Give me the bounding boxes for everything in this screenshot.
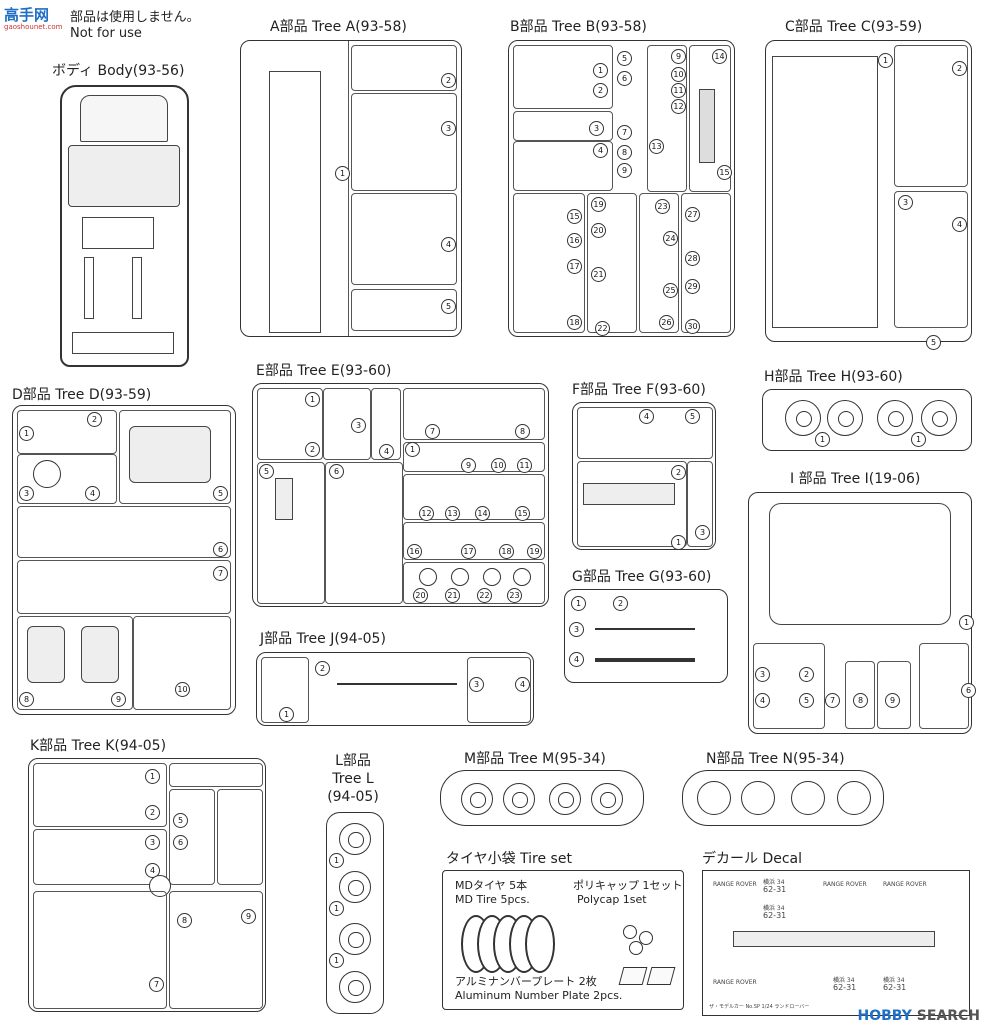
decal-plate-num-3: 62-31 [833,983,857,992]
tree-a-cell-2 [351,45,457,91]
tree-c-frame: 1 2 3 4 5 [765,40,972,350]
tree-d-rear-seat [129,426,211,483]
body-hood [80,95,168,142]
label-tree-n: N部品 Tree N(95-34) [706,751,845,767]
polycap-3 [629,941,643,955]
plate-en: Aluminum Number Plate 2pcs. [455,989,623,1002]
body-rail-left [84,257,94,319]
polycap-jp: ポリキャップ 1セット [573,879,683,892]
tree-n-frame [682,770,884,826]
logo-subtext: gaoshounet.com [4,23,63,31]
decal-plate-top-1: 横浜 34 [763,879,785,886]
label-body: ボディ Body(93-56) [52,63,185,79]
label-tree-f: F部品 Tree F(93-60) [572,382,706,398]
decal-plate-num-4: 62-31 [883,983,907,992]
tree-e-frame: 1 2 3 4 7 8 5 6 1 9 10 11 12 13 14 15 16… [252,383,549,607]
tree-h-frame: 1 1 [762,389,972,451]
tree-a-cell-4 [351,193,457,285]
decal-brand-3: RANGE ROVER [883,881,927,888]
tree-i-frame: 1 3 2 4 5 7 8 9 6 [748,492,976,734]
label-tree-b: B部品 Tree B(93-58) [510,19,647,35]
plate-jp: アルミナンバープレート 2枚 [455,975,597,988]
decal-footer: ザ・モデルカー No.SP 1/24 ランドローバー [709,1004,810,1010]
label-tree-d: D部品 Tree D(93-59) [12,387,152,403]
label-tree-m: M部品 Tree M(95-34) [464,751,606,767]
tire-5 [525,915,555,973]
tree-a-chassis [269,71,321,333]
polycap-1 [623,925,637,939]
tree-f-frame: 4 5 2 1 3 [572,402,716,550]
label-tree-i: I 部品 Tree I(19-06) [790,471,921,487]
watermark-suffix: SEARCH [916,1008,980,1024]
tree-a-frame: 1 2 3 4 5 [240,40,462,337]
label-tree-k: K部品 Tree K(94-05) [30,738,167,754]
md-tire-jp: MDタイヤ 5本 [455,879,528,892]
label-tree-e: E部品 Tree E(93-60) [256,363,392,379]
tree-c-floor-pan [772,56,878,328]
decal-sheet: RANGE ROVER 横浜 34 62-31 RANGE ROVER RANG… [702,870,970,1016]
label-tree-h: H部品 Tree H(93-60) [764,369,903,385]
body-windshield [68,145,180,207]
number-plate-1 [618,967,648,985]
tree-b-frame: 1 2 3 4 5 6 7 8 9 9 10 11 12 13 14 15 15… [508,40,735,337]
decal-brand-2: RANGE ROVER [823,881,867,888]
number-plate-2 [646,967,676,985]
label-tree-c: C部品 Tree C(93-59) [785,19,923,35]
note-en: Not for use [70,26,142,41]
polycap-en: Polycap 1set [577,893,647,906]
label-tree-j: J部品 Tree J(94-05) [260,631,386,647]
decal-plate-top-2: 横浜 34 [763,905,785,912]
decal-plate-top-3: 横浜 34 [833,977,855,984]
decal-brand-1: RANGE ROVER [713,881,757,888]
decal-plate-top-4: 横浜 34 [883,977,905,984]
logo-text: 高手网 [4,6,50,24]
decal-brand-4: RANGE ROVER [713,979,757,986]
tire-set-box: MDタイヤ 5本 MD Tire 5pcs. ポリキャップ 1セット Polyc… [442,870,684,1010]
tree-k-frame: 1 2 3 4 5 6 7 8 9 [28,758,266,1012]
polycap-2 [639,931,653,945]
decal-plate-num-1: 62-31 [763,885,787,894]
md-tire-en: MD Tire 5pcs. [455,893,530,906]
tree-g-frame: 1 2 3 4 [564,589,728,683]
label-decal: デカール Decal [702,851,803,867]
note-jp: 部品は使用しません。 [70,10,200,25]
tree-m-frame [440,770,644,826]
watermark-prefix: HOBBY [857,1008,912,1024]
label-tree-g: G部品 Tree G(93-60) [572,569,712,585]
tree-d-frame: 1 2 3 4 5 6 7 8 9 10 [12,405,236,715]
body-rail-right [132,257,142,319]
tree-i-headliner [769,503,951,625]
label-tire-set: タイヤ小袋 Tire set [446,851,572,867]
tree-a-cell-3 [351,93,457,191]
body-sunroof [82,217,154,249]
tree-a-cell-5 [351,289,457,331]
decal-stripe [733,931,935,947]
label-tree-a: A部品 Tree A(93-58) [270,19,407,35]
tree-l-frame: 1 1 1 [326,812,384,1014]
body-tailgate [72,332,174,354]
decal-plate-num-2: 62-31 [763,911,787,920]
tree-j-frame: 1 2 3 4 [256,652,534,726]
body-shell [60,85,189,367]
hobbysearch-watermark: HOBBY SEARCH [858,1008,980,1024]
